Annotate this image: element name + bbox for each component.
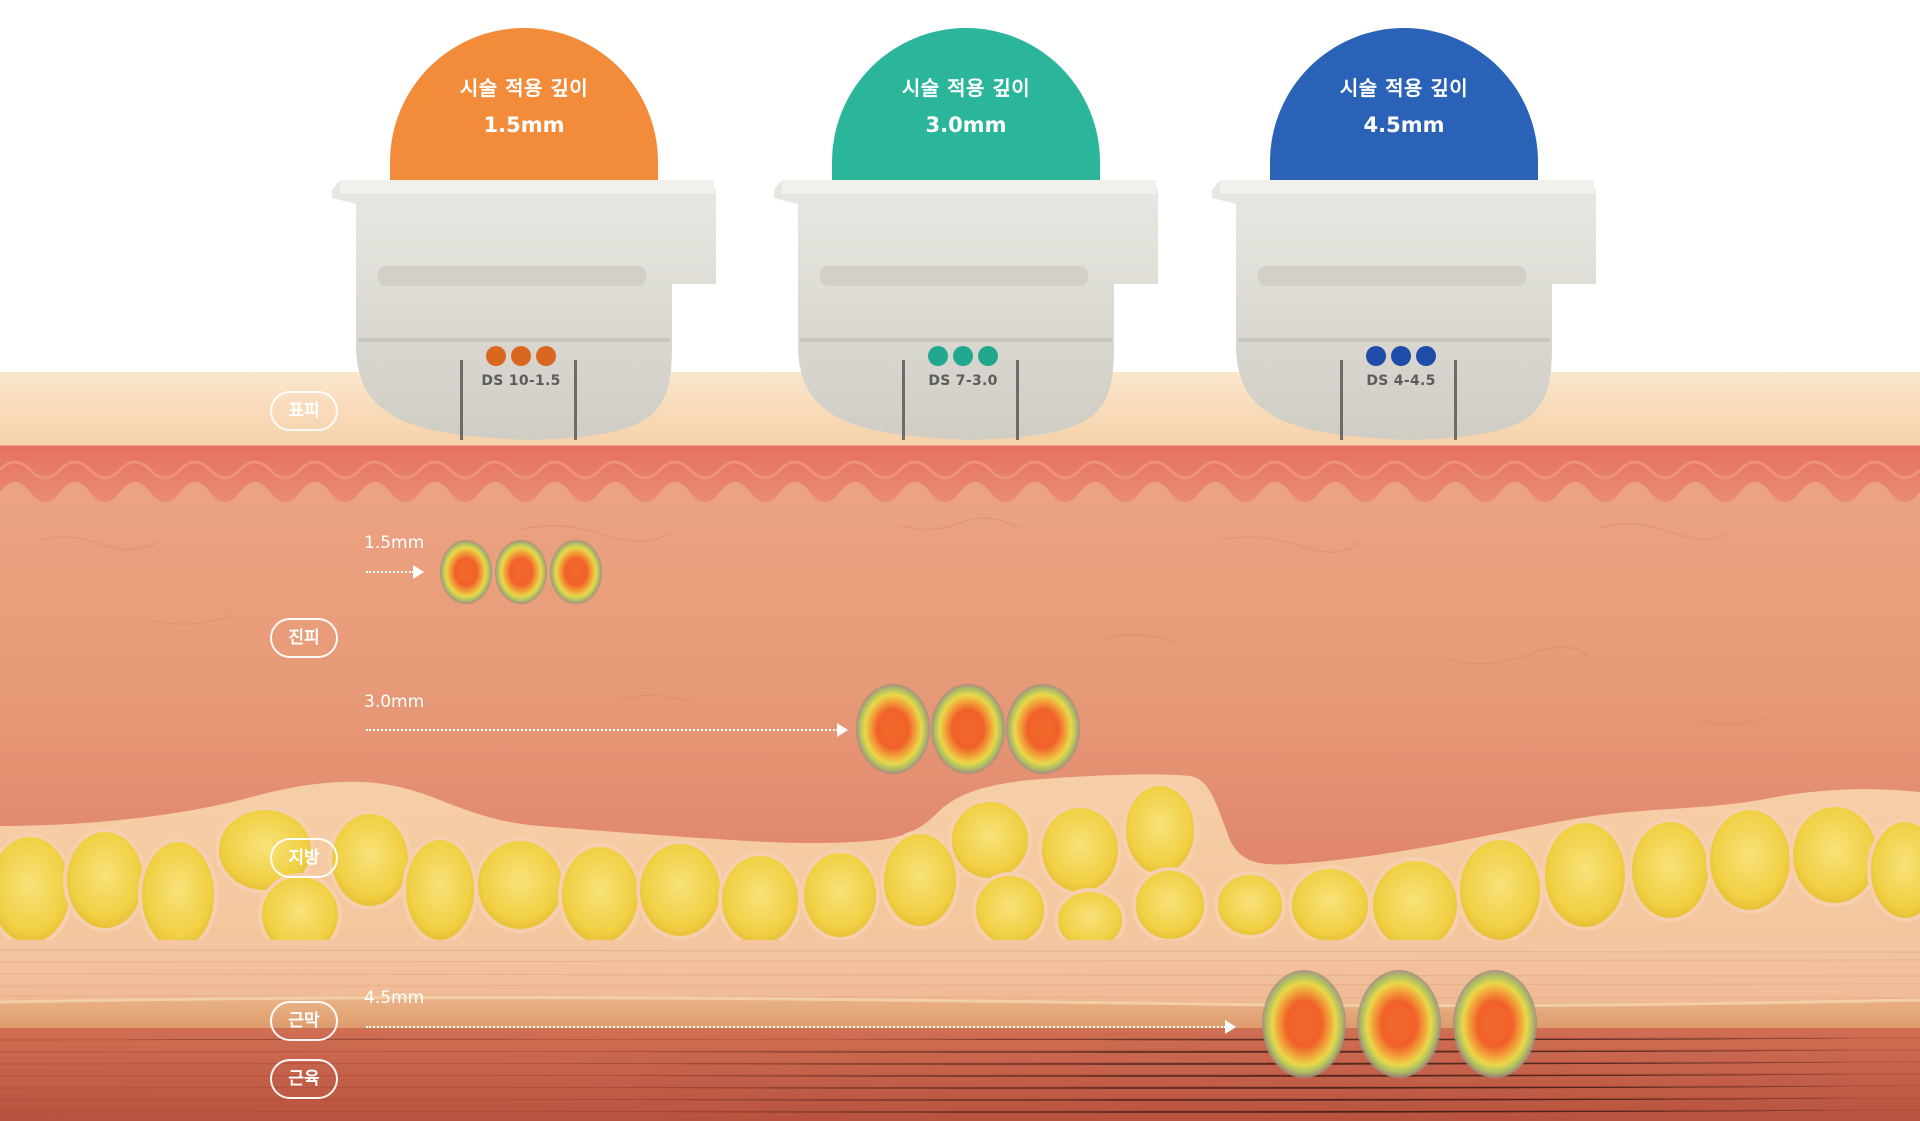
model-label: DS 7-3.0	[928, 373, 998, 389]
focus-spot-2-c	[1006, 684, 1080, 774]
cartridge-body	[332, 180, 716, 440]
color-dots	[928, 346, 1008, 370]
model-label: DS 4-4.5	[1366, 373, 1436, 389]
indicator-dot	[511, 346, 531, 366]
cartridge-body	[774, 180, 1158, 440]
focus-spot-1-b	[495, 540, 547, 604]
layer-label-fat: 지방	[270, 838, 338, 878]
depth-badge-title: 시술 적용 깊이	[901, 76, 1031, 100]
cartridge-1[interactable]: 시술 적용 깊이 1.5mm DS 10-1.5	[330, 28, 730, 440]
focus-spot-3-b	[1357, 970, 1441, 1078]
indicator-dot	[928, 346, 948, 366]
layer-label-dermis: 진피	[270, 618, 338, 658]
indicator-dot	[1391, 346, 1411, 366]
focus-spot-2-b	[931, 684, 1005, 774]
cartridge-2[interactable]: 시술 적용 깊이 3.0mm DS 7-3.0	[772, 28, 1172, 440]
layer-label-epidermis: 표피	[270, 391, 338, 431]
cartridge-3[interactable]: 시술 적용 깊이 4.5mm DS 4-4.5	[1210, 28, 1610, 440]
depth-marker-label: 1.5mm	[364, 533, 425, 553]
depth-marker-label: 3.0mm	[364, 692, 425, 712]
depth-badge-value: 1.5mm	[483, 113, 565, 137]
indicator-dot	[953, 346, 973, 366]
cartridge-body	[1212, 180, 1596, 440]
indicator-dot	[486, 346, 506, 366]
depth-badge-title: 시술 적용 깊이	[459, 76, 589, 100]
indicator-dot	[1366, 346, 1386, 366]
indicator-dot	[536, 346, 556, 366]
layer-label-fascia: 근막	[270, 1001, 338, 1041]
depth-arrow	[366, 723, 848, 737]
depth-marker-label: 4.5mm	[364, 988, 425, 1008]
focus-spot-1-a	[440, 540, 492, 604]
depth-badge-title: 시술 적용 깊이	[1339, 76, 1469, 100]
indicator-dot	[1416, 346, 1436, 366]
depth-badge-value: 3.0mm	[925, 113, 1007, 137]
color-dots	[1366, 346, 1446, 370]
indicator-dot	[978, 346, 998, 366]
depth-arrow	[366, 565, 424, 579]
focus-spot-3-a	[1262, 970, 1346, 1078]
focus-spot-3-c	[1453, 970, 1537, 1078]
focus-spot-2-a	[856, 684, 930, 774]
focus-spot-1-c	[550, 540, 602, 604]
model-label: DS 10-1.5	[481, 373, 561, 389]
depth-badge-value: 4.5mm	[1363, 113, 1445, 137]
depth-arrow	[366, 1020, 1236, 1034]
layer-label-muscle: 근육	[270, 1059, 338, 1099]
color-dots	[486, 346, 566, 370]
